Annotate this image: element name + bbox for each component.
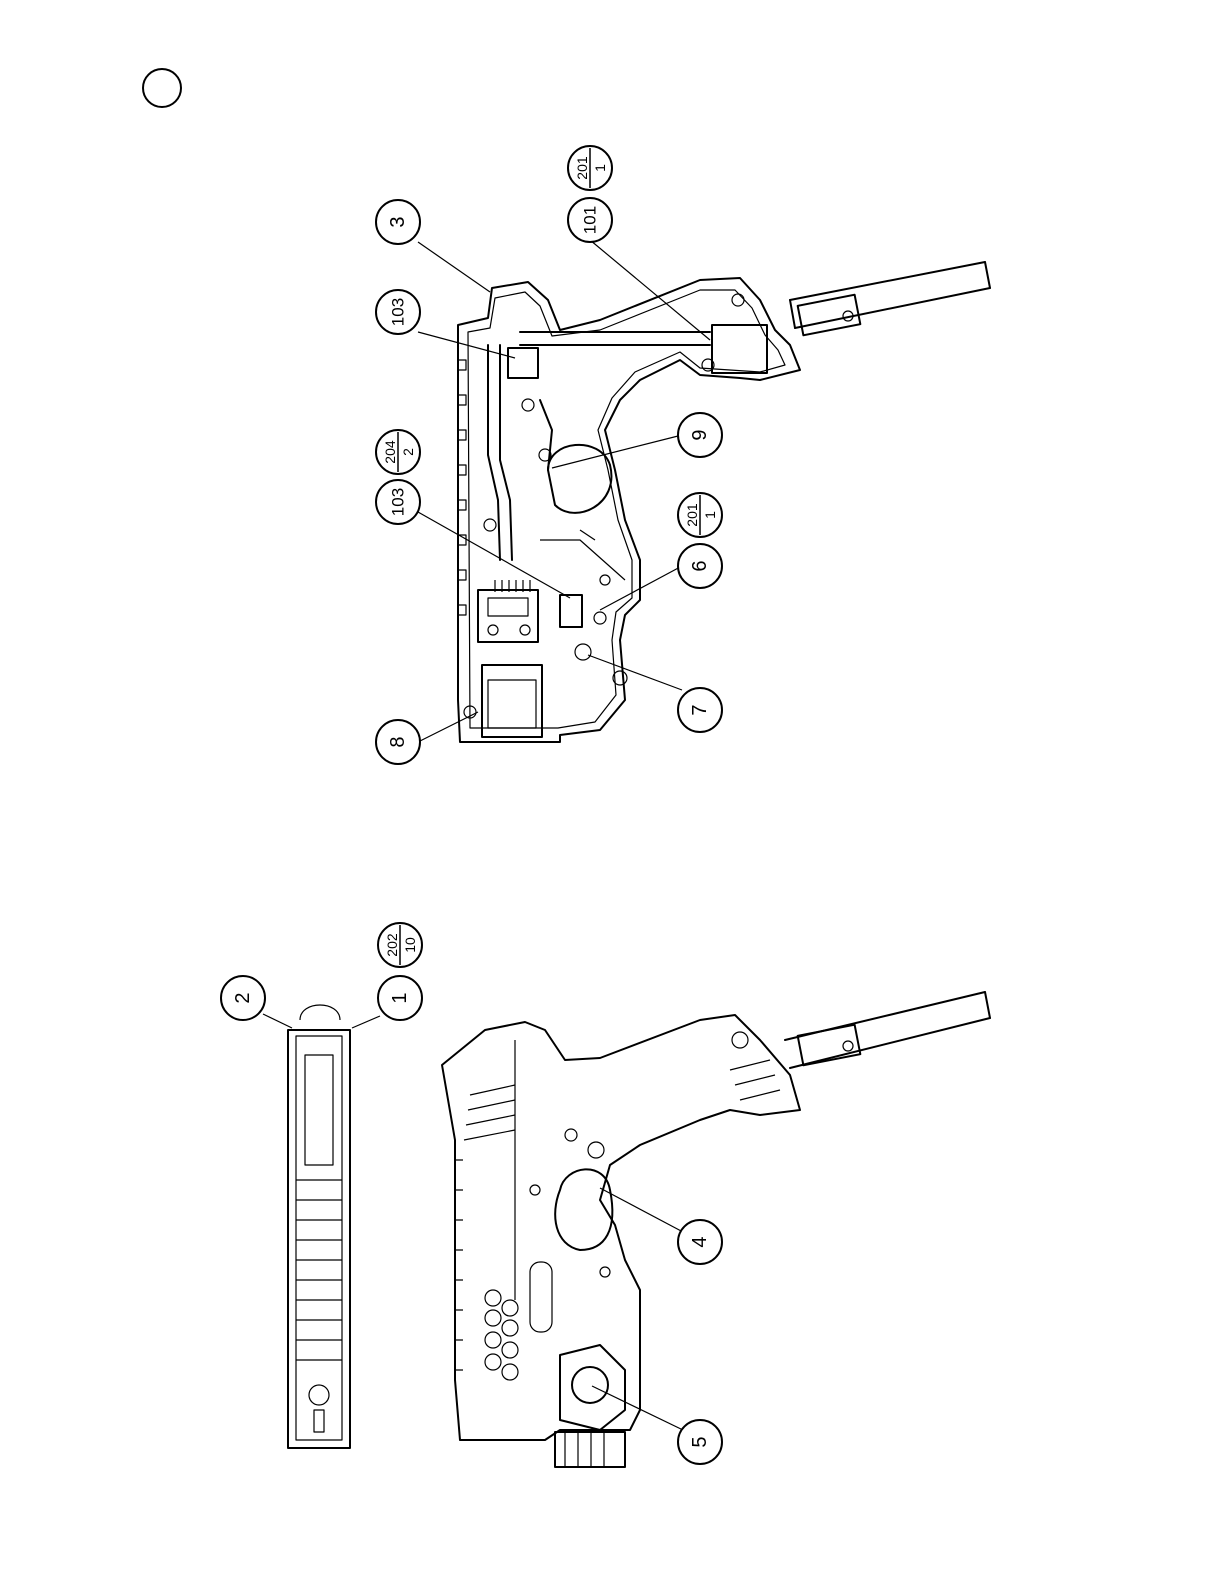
callout-1: 1: [378, 976, 422, 1020]
callout-201-1-lower-top: 201: [684, 503, 700, 527]
callout-202-10-bottom: 10: [402, 937, 418, 953]
callout-7-label: 7: [689, 704, 711, 715]
callout-101-label: 101: [581, 206, 600, 234]
callout-5-label: 5: [689, 1436, 711, 1447]
callout-6-label: 6: [689, 560, 711, 571]
callout-9-label: 9: [689, 429, 711, 440]
callout-2: 2: [221, 976, 265, 1020]
callout-1-label: 1: [389, 992, 411, 1003]
callout-6: 6: [678, 544, 722, 588]
callout-204-2-bottom: 2: [400, 448, 416, 456]
callout-103-lower: 103: [376, 480, 420, 524]
callout-7: 7: [678, 688, 722, 732]
callout-8-label: 8: [387, 736, 409, 747]
callout-201-1-upper-bottom: 1: [592, 164, 608, 172]
callout-9: 9: [678, 413, 722, 457]
page-marker-circle: [143, 69, 181, 107]
callout-2-label: 2: [232, 992, 254, 1003]
callout-204-2-top: 204: [382, 440, 398, 464]
callout-5: 5: [678, 1420, 722, 1464]
callout-103-upper-label: 103: [389, 298, 408, 326]
callout-101: 101: [568, 198, 612, 242]
callout-8: 8: [376, 720, 420, 764]
callout-4: 4: [678, 1220, 722, 1264]
rail-teeth: [458, 360, 466, 615]
callout-201-1-upper-top: 201: [574, 156, 590, 180]
callout-4-label: 4: [689, 1236, 711, 1247]
callout-201-1-lower-bottom: 1: [702, 511, 718, 519]
edge-view-drawing: [288, 1005, 350, 1448]
callout-202-10-top: 202: [384, 933, 400, 957]
leader-lines: [263, 240, 710, 1430]
callout-204-2: 204 2: [376, 430, 420, 474]
callout-103-lower-label: 103: [389, 488, 408, 516]
callout-3: 3: [376, 200, 420, 244]
callout-3-label: 3: [387, 216, 409, 227]
callout-103-upper: 103: [376, 290, 420, 334]
interior-view-drawing: [458, 262, 990, 742]
